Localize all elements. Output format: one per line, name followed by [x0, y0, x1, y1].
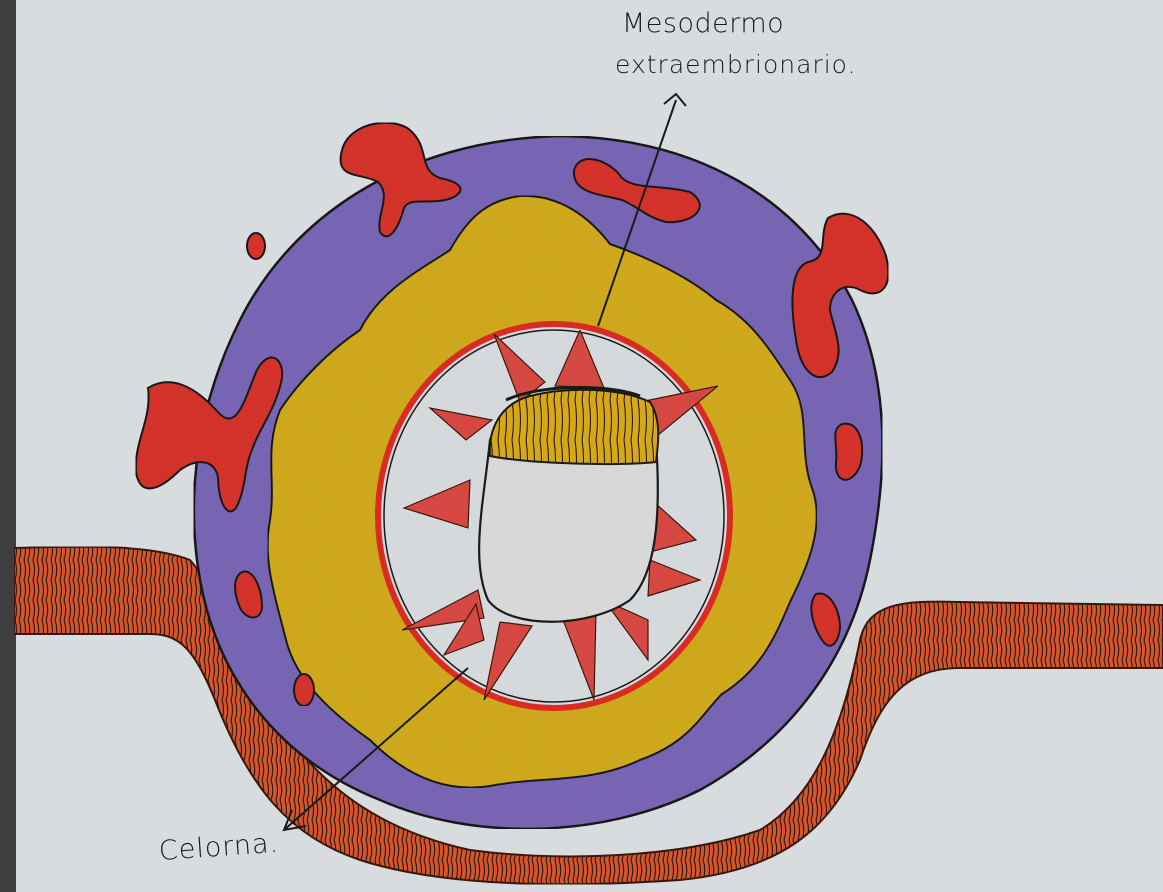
- label-extraembrionario: extraembrionario.: [615, 50, 856, 79]
- paper-edge: [0, 0, 16, 892]
- label-mesodermo: Mesodermo: [622, 8, 784, 39]
